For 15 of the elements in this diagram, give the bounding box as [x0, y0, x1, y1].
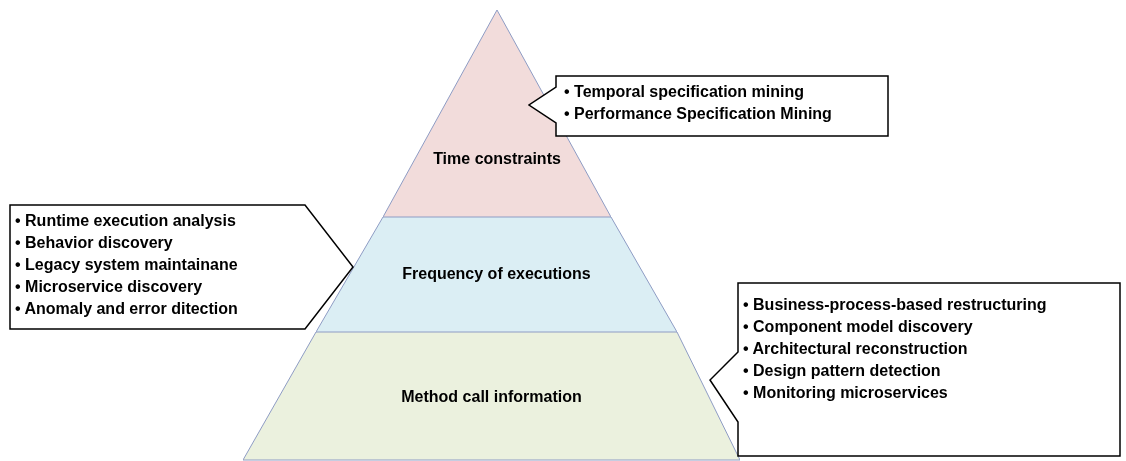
layer-label: Method call information [400, 388, 583, 406]
list-item: • Business-process-based restructuring [743, 296, 1047, 313]
list-item: • Performance Specification Mining [564, 105, 832, 122]
list-item: • Behavior discovery [15, 234, 173, 251]
list-item: • Component model discovery [743, 318, 973, 335]
layer-label: Frequency of executions [401, 265, 592, 283]
list-item: • Legacy system maintainane [15, 256, 238, 273]
list-item: • Design pattern detection [743, 362, 941, 379]
list-item: • Microservice discovery [15, 278, 203, 295]
list-item: • Architectural reconstruction [743, 340, 968, 357]
list-item: • Runtime execution analysis [15, 212, 236, 229]
list-item: • Temporal specification mining [564, 83, 804, 100]
layer-label: Time constraints [432, 150, 562, 168]
list-item: • Monitoring microservices [743, 384, 948, 401]
list-item: • Anomaly and error ditection [15, 300, 238, 317]
